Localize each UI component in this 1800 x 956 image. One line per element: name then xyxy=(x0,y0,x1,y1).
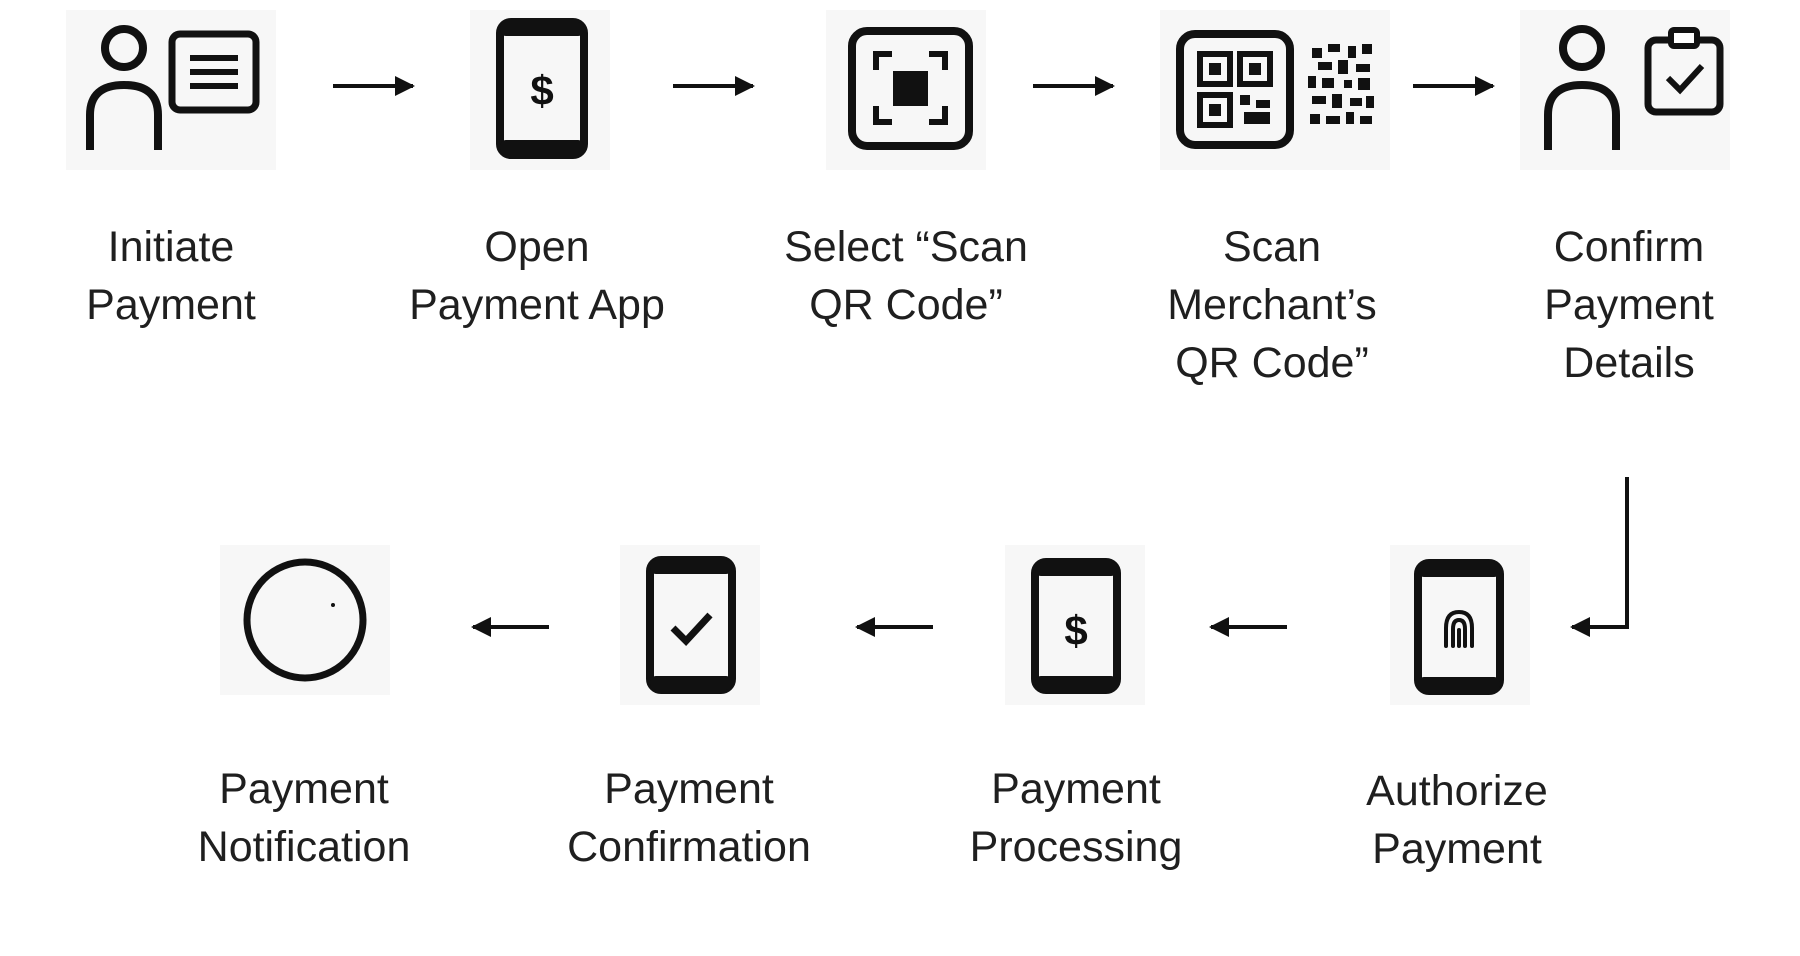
step-label-authorize-payment: Authorize Payment xyxy=(1366,767,1548,873)
person-with-clipboard-check-icon xyxy=(1520,10,1730,170)
qr-code-icon xyxy=(1160,10,1390,170)
step-label-payment-notification: Payment Notification xyxy=(197,765,411,871)
step-label-select-scan-qr-code: Select “Scan QR Code” xyxy=(784,223,1028,329)
step-label-payment-processing: Payment Processing xyxy=(969,765,1183,871)
step-label-confirm-payment-details: Confirm Payment Details xyxy=(1544,223,1714,387)
phone-checkmark-icon xyxy=(620,545,760,705)
step-label-payment-confirmation: Payment Confirmation xyxy=(567,765,811,871)
scan-frame-icon xyxy=(826,10,986,170)
svg-text:$: $ xyxy=(530,67,553,114)
person-with-id-card-icon xyxy=(66,10,276,170)
step-label-open-payment-app: Open Payment App xyxy=(409,223,665,329)
step-label-scan-merchant-qr-code: Scan Merchant’s QR Code” xyxy=(1167,223,1377,387)
arrow-down-left xyxy=(1570,477,1629,637)
circle-icon xyxy=(220,545,390,695)
phone-fingerprint-icon xyxy=(1390,545,1530,705)
phone-dollar-icon: $ xyxy=(1005,545,1145,705)
step-label-initiate-payment: Initiate Payment xyxy=(86,223,256,329)
svg-text:$: $ xyxy=(1064,607,1087,654)
flow-arrows xyxy=(333,76,1629,637)
phone-dollar-icon: $ xyxy=(470,10,610,170)
